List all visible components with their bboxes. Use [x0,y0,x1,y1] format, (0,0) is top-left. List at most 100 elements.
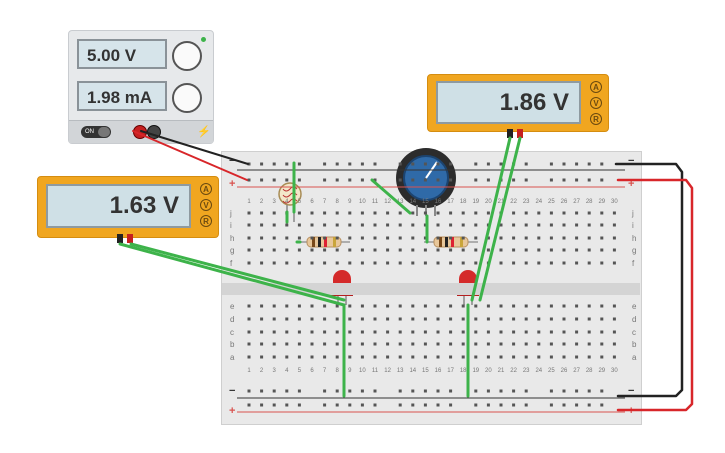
hole [398,223,402,227]
hole [449,223,453,227]
hole [587,248,591,252]
hole [549,236,553,240]
hole [486,355,490,359]
hole [436,342,440,346]
hole [499,261,503,265]
column-label: 29 [598,368,605,374]
ohms-button-left[interactable]: R [200,215,212,227]
hole [524,330,528,334]
hole [575,261,579,265]
rail-hole [600,403,604,407]
hole [499,317,503,321]
hole [335,248,339,252]
hole [297,211,301,215]
rail-hole [260,178,264,182]
hole [260,223,264,227]
hole [423,211,427,215]
hole [360,248,364,252]
column-label: 6 [310,368,314,374]
rail-hole [260,403,264,407]
column-label: 15 [422,199,429,205]
hole [272,304,276,308]
hole [537,342,541,346]
volts-button-right[interactable]: V [590,97,602,109]
hole [335,236,339,240]
rail-hole [474,162,478,166]
volts-button-left[interactable]: V [200,199,212,211]
hole [575,248,579,252]
multimeter-right[interactable]: 1.86 V A V R [427,74,609,132]
power-switch[interactable]: ON [81,126,111,138]
wire-rail-negative [614,162,684,398]
hole [436,211,440,215]
rail-hole [524,403,528,407]
hole [562,304,566,308]
hole [386,304,390,308]
rail-hole [335,403,339,407]
hole [436,223,440,227]
rail-hole [587,389,591,393]
rail-hole [272,389,276,393]
hole [587,304,591,308]
hole [423,236,427,240]
rail-hole [436,389,440,393]
hole [575,355,579,359]
hole [474,211,478,215]
hole [524,304,528,308]
hole [310,261,314,265]
amps-button-left[interactable]: A [200,183,212,195]
rail-hole [486,162,490,166]
rail-hole [411,178,415,182]
current-knob[interactable] [172,83,202,113]
hole [474,223,478,227]
rail-hole [486,389,490,393]
column-label: 2 [260,368,264,374]
hole [297,304,301,308]
hole [398,261,402,265]
rail-hole [297,389,301,393]
hole [549,261,553,265]
hole [537,355,541,359]
hole [285,223,289,227]
rail-hole [600,389,604,393]
column-label: 19 [472,368,479,374]
hole [499,342,503,346]
hole [335,317,339,321]
rail-hole [285,403,289,407]
hole [411,236,415,240]
hole [348,261,352,265]
hole [348,211,352,215]
power-switch-label: ON [85,129,94,135]
hole [360,304,364,308]
rail-hole [587,162,591,166]
hole [297,355,301,359]
column-label: 1 [247,199,251,205]
hole [423,304,427,308]
bolt-icon: ⚡ [197,126,211,138]
hole [499,236,503,240]
hole [323,211,327,215]
column-label: 7 [323,368,327,374]
voltage-knob[interactable] [172,41,202,71]
rail-hole [247,403,251,407]
multimeter-right-display: 1.86 V [436,81,581,124]
column-label: 11 [372,199,379,205]
rail-hole [260,389,264,393]
hole [310,236,314,240]
hole [411,223,415,227]
hole [537,211,541,215]
hole [423,330,427,334]
wire-supply-positive [132,130,248,181]
rail-minus-top-right: − [628,155,635,167]
hole [474,342,478,346]
column-label: 21 [498,368,505,374]
rail-plus-top-left: + [229,178,236,190]
hole [323,223,327,227]
hole [323,261,327,265]
hole [323,236,327,240]
ohms-button-right[interactable]: R [590,113,602,125]
rail-minus-bottom-left: − [229,385,236,397]
power-supply[interactable]: 5.00 V 1.98 mA ON ⚡ [68,30,214,144]
amps-button-right[interactable]: A [590,81,602,93]
hole [486,236,490,240]
